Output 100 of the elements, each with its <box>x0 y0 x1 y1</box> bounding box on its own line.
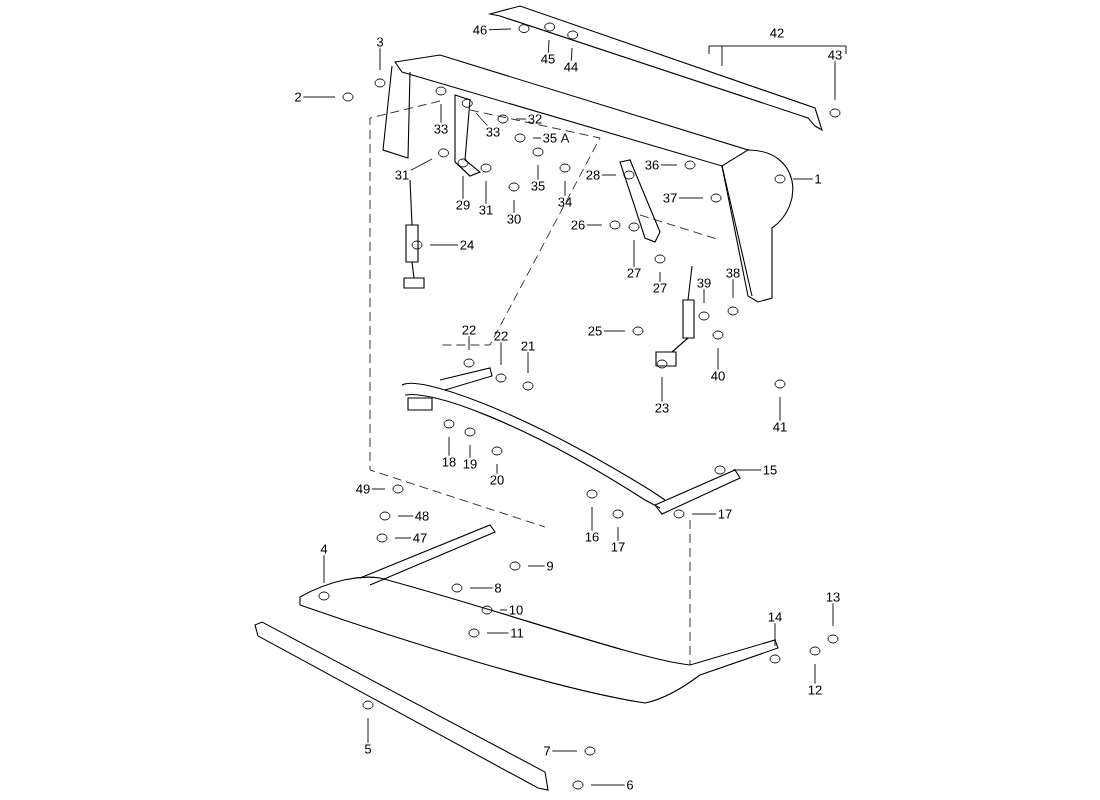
leader-line <box>302 96 336 98</box>
leader-line <box>601 174 617 176</box>
callout-number: 34 <box>558 197 572 207</box>
callout-number: 21 <box>521 341 535 351</box>
callout-number: 24 <box>460 240 474 250</box>
leader-line <box>660 164 678 166</box>
callout-number: 17 <box>718 509 732 519</box>
leader-line <box>659 271 661 283</box>
callout-number: 2 <box>295 92 301 102</box>
leader-line <box>564 180 566 197</box>
leader-line <box>468 335 470 351</box>
leader-line <box>486 632 509 634</box>
leader-line <box>717 347 719 371</box>
leader-line <box>500 341 502 366</box>
leader-line <box>591 506 593 532</box>
leader-line <box>547 39 550 54</box>
callout-number: 4 <box>320 544 328 554</box>
callout-number: 23 <box>655 403 669 413</box>
callout-number: 15 <box>763 465 777 475</box>
callout-number: 42 <box>770 28 784 38</box>
callout-number: 7 <box>544 746 550 756</box>
callout-number: 37 <box>663 193 677 203</box>
callout-number: 9 <box>547 561 553 571</box>
callout-number: 35 A <box>543 133 570 143</box>
callout-number: 32 <box>528 114 542 124</box>
callout-number: 40 <box>711 371 725 381</box>
callout-number: 27 <box>653 283 667 293</box>
callout-number: 26 <box>571 220 585 230</box>
callout-number: 19 <box>463 459 477 469</box>
leader-line <box>792 178 814 180</box>
callout-number: 30 <box>507 214 521 224</box>
leader-line <box>410 158 433 171</box>
leader-line <box>371 488 386 490</box>
leader-line <box>469 587 494 589</box>
callout-number: 14 <box>768 612 782 622</box>
callout-number: 13 <box>826 592 840 602</box>
leader-line <box>469 444 471 459</box>
callout-number: 29 <box>456 200 470 210</box>
leader-line <box>515 118 527 120</box>
callout-number: 39 <box>697 278 711 288</box>
leader-line <box>527 351 529 374</box>
leader-line <box>774 622 776 647</box>
leader-line <box>475 112 488 127</box>
leader-line <box>832 602 834 627</box>
leader-line <box>440 103 442 124</box>
leader-line <box>590 784 626 786</box>
callout-number: 11 <box>511 628 524 638</box>
callout-number: 22 <box>494 331 508 341</box>
callout-number: 35 <box>531 181 545 191</box>
leader-line <box>367 717 369 744</box>
callout-number: 17 <box>611 542 625 552</box>
callout-number: 8 <box>494 583 502 593</box>
leader-line <box>603 330 626 332</box>
callout-number: 20 <box>490 475 504 485</box>
callout-number: 27 <box>627 268 641 278</box>
callout-number: 38 <box>726 268 740 278</box>
leader-line <box>732 469 762 471</box>
callout-number: 16 <box>585 532 599 542</box>
callout-number: 18 <box>442 457 456 467</box>
leader-line <box>678 197 704 199</box>
leader-line <box>532 137 542 139</box>
leader-line <box>448 436 450 457</box>
leader-line <box>779 396 781 422</box>
leader-line <box>617 526 619 542</box>
leader-line <box>485 180 487 205</box>
callout-number: 45 <box>541 54 555 64</box>
leader-line <box>394 537 412 539</box>
leader-line <box>513 199 515 214</box>
callout-number: 46 <box>473 25 487 35</box>
callout-number: 49 <box>356 484 370 494</box>
leader-line <box>586 224 603 226</box>
leader-line <box>397 515 414 517</box>
callout-number: 10 <box>509 605 523 615</box>
leader-line <box>488 28 512 31</box>
callout-number: 12 <box>808 685 822 695</box>
callout-number: 44 <box>564 62 578 72</box>
leader-line <box>429 244 459 246</box>
callout-number: 25 <box>588 326 602 336</box>
leader-line <box>537 164 539 181</box>
leader-line <box>834 60 836 101</box>
leader-line <box>691 513 717 515</box>
callout-number: 36 <box>645 160 659 170</box>
callout-number: 33 <box>486 127 500 137</box>
leader-line <box>570 47 573 62</box>
callout-number: 28 <box>586 170 600 180</box>
callout-number: 31 <box>395 170 409 180</box>
callout-number: 1 <box>815 174 821 184</box>
leader-line <box>323 554 325 584</box>
leader-line <box>462 175 464 200</box>
leader-line <box>496 463 498 475</box>
leader-line <box>661 376 663 403</box>
leader-line <box>551 750 578 752</box>
callout-number: 41 <box>773 422 787 432</box>
callout-number: 22 <box>462 325 476 335</box>
callout-number: 3 <box>376 37 384 47</box>
callout-number: 47 <box>413 533 427 543</box>
leader-line <box>499 609 508 611</box>
leader-line <box>379 47 381 71</box>
callout-number: 31 <box>479 205 493 215</box>
leader-line <box>633 239 635 268</box>
